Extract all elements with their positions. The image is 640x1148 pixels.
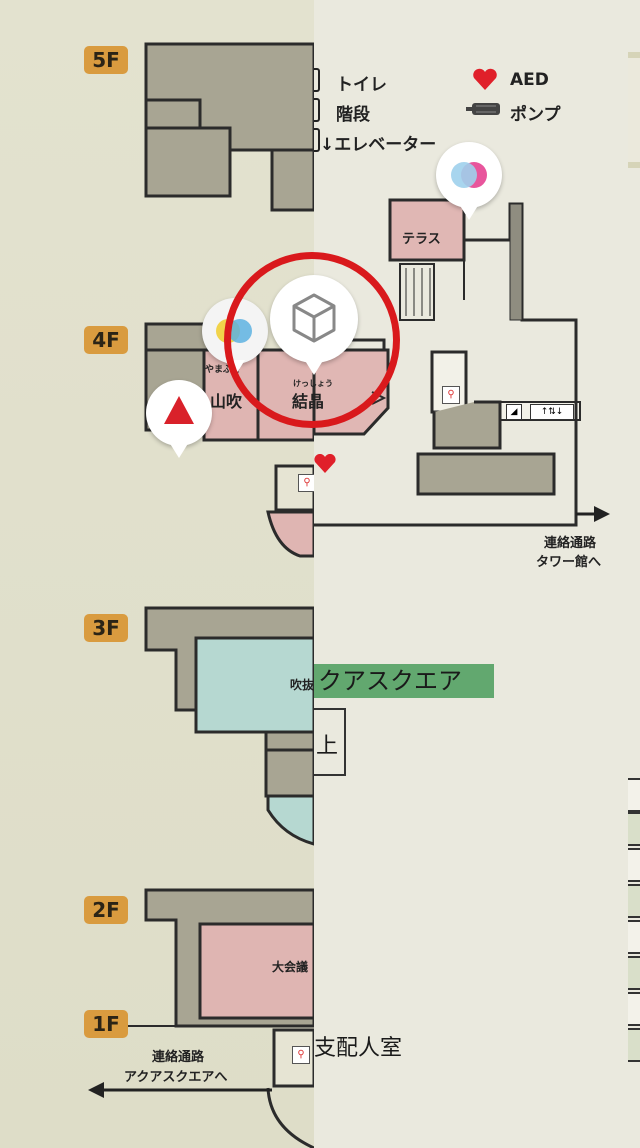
connection-aqua-line2: アクアスクエアへ (124, 1070, 228, 1085)
lift-row-7f (628, 812, 640, 846)
elevator-legend-icon (314, 128, 320, 152)
legend-stairs: 階段 (336, 105, 370, 125)
aqua-square-banner[interactable]: クアスクエア (314, 664, 494, 698)
floor-badge-5f[interactable]: 5F (84, 46, 128, 74)
toilet-icon: ⚲ (442, 386, 460, 404)
toilet-icon: ⚲ (292, 1046, 310, 1064)
stairs-icon: ◢ (506, 404, 522, 420)
room-yamabuki-reading: やまぶき (205, 365, 242, 375)
marker-selected-kessho[interactable] (270, 275, 358, 375)
lift-row-5f (628, 884, 640, 918)
room-yamabuki-label[interactable]: 山吹 (210, 392, 243, 411)
up-box (314, 708, 346, 776)
stairs-legend-icon (314, 98, 320, 122)
legend-pump: ポンプ (510, 105, 561, 125)
lift-row-6f (628, 848, 640, 882)
floor-badge-2f[interactable]: 2F (84, 896, 128, 924)
room-terrace-label[interactable]: テラス (402, 232, 441, 247)
pump-icon (466, 103, 500, 115)
manager-office-label: 支配人室 (314, 1036, 403, 1061)
legend-elevator: ↓エレベーター (320, 135, 437, 155)
connection-aqua-line1: 連絡通路 (152, 1050, 205, 1065)
selected-highlight-ring (224, 252, 400, 428)
arrow-right-icon (576, 506, 610, 522)
cube-icon (292, 293, 336, 343)
floor-badge-3f[interactable]: 3F (84, 614, 128, 642)
floor-plan-detail-4f (314, 198, 581, 527)
connection-tower-line1: 連絡通路 (544, 536, 597, 551)
room-great-hall-label: 大会議 (272, 960, 309, 974)
floor-plan-5f (144, 42, 314, 212)
lift-row-8f (628, 778, 640, 812)
triangle-icon (164, 396, 194, 424)
floor-badge-1f[interactable]: 1F (84, 1010, 128, 1038)
floor-detail-panel: トイレ 階段 ↓エレベーター AED ポンプ テラス ◢ ↑⇅↓ ⚲ 連絡通路 … (314, 0, 640, 1148)
heart-icon (473, 68, 497, 90)
legend-aed: AED (510, 70, 549, 90)
floor-plan-2f (128, 888, 314, 1148)
toilet-legend-icon (314, 68, 320, 92)
lift-row-4f (628, 920, 640, 954)
arrow-left-icon (88, 1082, 272, 1098)
lift-row-2f (628, 992, 640, 1026)
room-atrium-label: 吹抜 (290, 678, 314, 692)
floor-badge-4f[interactable]: 4F (84, 326, 128, 354)
legend-box (628, 52, 640, 168)
legend-toilet: トイレ (336, 75, 387, 95)
lift-row-3f (628, 956, 640, 990)
connection-tower-line2: タワー館へ (536, 555, 602, 570)
lift-row-1f (628, 1028, 640, 1062)
floor-overview-panel: 5F 4F 3F 2F 1F やまぶき 山吹 吹抜 大会議 (0, 0, 314, 1148)
elevator-icon: ↑⇅↓ (530, 404, 574, 420)
floor-plan-3f (144, 606, 314, 846)
toilet-icon: ⚲ (298, 474, 314, 492)
marker-colors-terrace[interactable] (436, 142, 502, 220)
circles-icon (451, 162, 487, 188)
aed-heart-icon (314, 454, 336, 473)
marker-triangle[interactable] (146, 380, 212, 458)
up-label: 上 (316, 734, 339, 759)
